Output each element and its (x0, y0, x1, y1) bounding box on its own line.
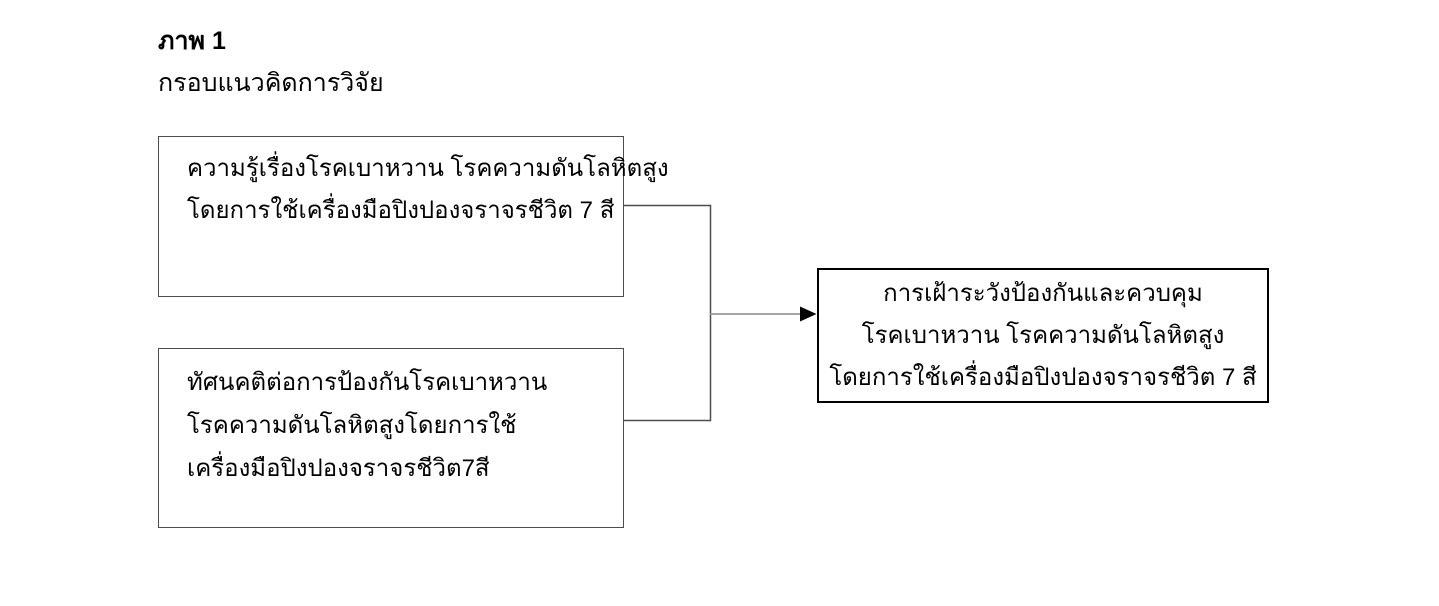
box-text-line: โรคความดันโลหิตสูงโดยการใช้ (187, 412, 517, 439)
box-text-line: เครื่องมือปิงปองจราจรชีวิต7สี (187, 455, 490, 482)
independent-variable-box-attitude: ทัศนคติต่อการป้องกันโรคเบาหวาน โรคความดั… (158, 348, 624, 528)
box-text-line: โรคเบาหวาน โรคความดันโลหิตสูง (861, 322, 1225, 349)
box-text-line: โดยการใช้เครื่องมือปิงปองจราจรชีวิต 7 สี (829, 364, 1257, 391)
arrowhead-icon (800, 306, 817, 322)
box-text-line: ความรู้เรื่องโรคเบาหวาน โรคความดันโลหิตส… (187, 155, 669, 182)
box-text-line: โดยการใช้เครื่องมือปิงปองจราจรชีวิต 7 สี (187, 197, 615, 224)
box-text-line: ทัศนคติต่อการป้องกันโรคเบาหวาน (187, 369, 548, 396)
figure-label: ภาพ 1 (158, 27, 226, 55)
dependent-variable-box-outcome: การเฝ้าระวังป้องกันและควบคุม โรคเบาหวาน … (817, 268, 1269, 403)
figure-title: กรอบแนวคิดการวิจัย (158, 69, 384, 97)
box-text-line: การเฝ้าระวังป้องกันและควบคุม (883, 280, 1203, 307)
independent-variable-box-knowledge: ความรู้เรื่องโรคเบาหวาน โรคความดันโลหิตส… (158, 136, 669, 297)
